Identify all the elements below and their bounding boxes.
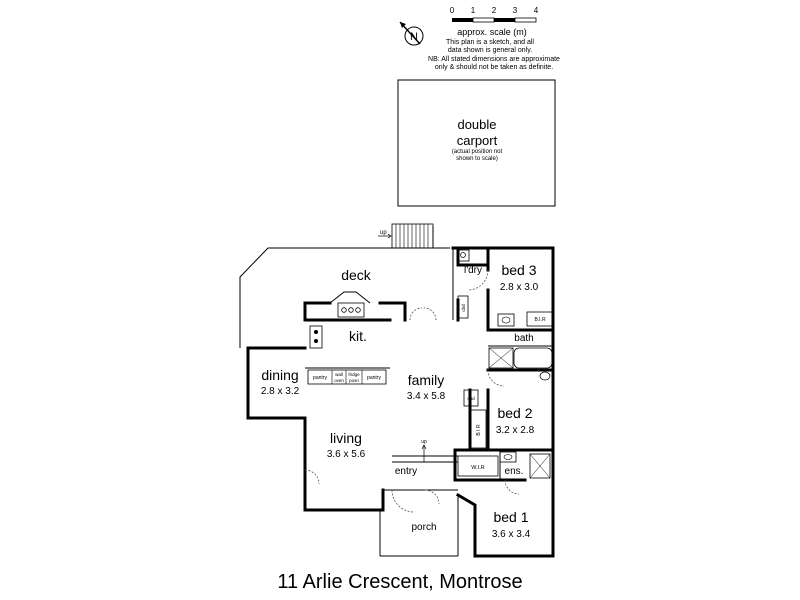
entry-up-label: up bbox=[421, 439, 427, 445]
carport-note-2: shown to scale) bbox=[456, 156, 498, 162]
room-living-label: living bbox=[330, 430, 362, 446]
scale-tick-2: 2 bbox=[492, 6, 497, 15]
kitchen-sink-icon bbox=[309, 325, 323, 349]
deck bbox=[239, 226, 454, 348]
laundry-tub-icon bbox=[456, 249, 470, 262]
room-living-size: 3.6 x 5.6 bbox=[327, 449, 366, 460]
carport-note-1: (actual position not bbox=[452, 149, 503, 155]
pantry-strip: pantry wall oven fridge posn pantry bbox=[307, 369, 387, 385]
room-kitchen-label: kit. bbox=[349, 328, 367, 344]
kitchen-bay-window bbox=[329, 291, 371, 304]
room-family-label: family bbox=[408, 372, 445, 388]
scale-bar: 0 1 2 3 4 approx. scale (m) This plan is… bbox=[428, 6, 560, 71]
kitchen-cooktop-icon bbox=[337, 302, 365, 318]
walk-in-robe: W.I.R bbox=[457, 455, 499, 477]
scale-note-2: data shown is general only. bbox=[448, 47, 532, 54]
bir-label: B.I.R bbox=[534, 317, 546, 323]
entry-up-arrow-icon: up bbox=[421, 439, 427, 462]
room-bed3-size: 2.8 x 3.0 bbox=[500, 282, 539, 293]
fridge-label-2: posn bbox=[349, 378, 359, 383]
scale-note-3: NB: All stated dimensions are approximat… bbox=[428, 56, 560, 63]
room-dining-label: dining bbox=[261, 367, 298, 383]
scale-tick-3: 3 bbox=[513, 6, 518, 15]
cbd-label-1: cbd bbox=[461, 304, 466, 312]
house-walls bbox=[246, 246, 555, 558]
laundry-cupboard: cbd bbox=[457, 295, 469, 319]
bed2-robe: B I R bbox=[469, 409, 487, 449]
bed3-robe: B.I.R bbox=[526, 311, 554, 327]
room-bed1-label: bed 1 bbox=[493, 509, 528, 525]
room-porch-label: porch bbox=[411, 522, 436, 533]
room-bath-label: bath bbox=[514, 333, 533, 344]
room-ensuite-label: ens. bbox=[505, 466, 524, 477]
scale-note-1: This plan is a sketch, and all bbox=[446, 39, 534, 46]
door-swings bbox=[304, 269, 520, 513]
bathroom-fixtures bbox=[488, 313, 553, 381]
ensuite-fixtures bbox=[499, 451, 551, 479]
plan-title: 11 Arlie Crescent, Montrose bbox=[277, 571, 522, 593]
fridge-label-1: fridge bbox=[348, 372, 360, 377]
pantry-1-label: pantry bbox=[313, 375, 327, 381]
carport-label-1: double bbox=[457, 117, 496, 132]
room-deck-label: deck bbox=[341, 267, 372, 283]
scale-tick-1: 1 bbox=[471, 6, 476, 15]
room-entry-label: entry bbox=[395, 466, 417, 477]
deck-stairs: up bbox=[378, 223, 434, 249]
north-compass-icon: N bbox=[399, 21, 424, 46]
room-bed2-label: bed 2 bbox=[497, 405, 532, 421]
wir-label: W.I.R bbox=[471, 465, 484, 471]
scale-tick-0: 0 bbox=[450, 6, 455, 15]
room-bed2-size: 3.2 x 2.8 bbox=[496, 425, 535, 436]
room-dining-size: 2.8 x 3.2 bbox=[261, 386, 300, 397]
room-bed3-label: bed 3 bbox=[501, 262, 536, 278]
wall-oven-label-1: wall bbox=[335, 372, 343, 377]
carport: double carport (actual position not show… bbox=[397, 79, 556, 207]
scale-tick-4: 4 bbox=[534, 6, 539, 15]
scale-label: approx. scale (m) bbox=[457, 27, 527, 37]
room-laundry-label: l'dry bbox=[464, 265, 482, 276]
compass-letter: N bbox=[410, 31, 418, 43]
pantry-2-label: pantry bbox=[367, 375, 381, 381]
room-family-size: 3.4 x 5.8 bbox=[407, 391, 446, 402]
carport-label-2: carport bbox=[457, 133, 498, 148]
room-bed1-size: 3.6 x 3.4 bbox=[492, 529, 531, 540]
scale-note-4: only & should not be taken as definite. bbox=[435, 64, 553, 71]
wall-oven-label-2: oven bbox=[334, 378, 344, 383]
stairs-up-label: up bbox=[380, 230, 387, 236]
bed2-bir-label: B I R bbox=[476, 424, 482, 436]
cbd-label-2: cbd bbox=[467, 396, 475, 401]
family-cupboard: cbd bbox=[463, 389, 479, 407]
